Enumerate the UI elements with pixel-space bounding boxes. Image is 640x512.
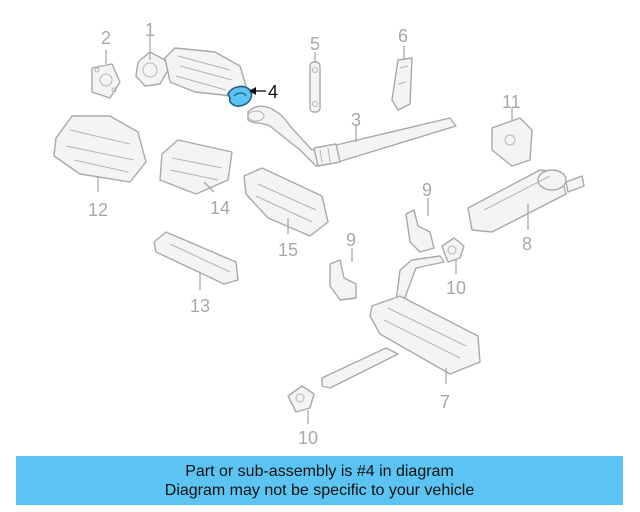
part-2-gasket xyxy=(91,63,121,99)
part-12-heat-shield xyxy=(53,115,147,183)
part-9-hanger-lower xyxy=(329,259,357,301)
banner-line-disclaimer: Diagram may not be specific to your vehi… xyxy=(164,481,475,499)
callout-10-upper: 10 xyxy=(446,278,466,298)
callout-2: 2 xyxy=(101,28,111,48)
part-14-heat-shield xyxy=(159,139,233,195)
part-15-heat-shield xyxy=(243,167,329,237)
callout-14: 14 xyxy=(210,198,230,218)
part-7-center-muffler xyxy=(321,255,481,389)
part-8-rear-muffler xyxy=(467,169,585,233)
callout-7: 7 xyxy=(440,392,450,412)
callout-15: 15 xyxy=(278,240,298,260)
callout-5: 5 xyxy=(310,34,320,54)
part-1-catalytic-converter xyxy=(135,47,247,97)
part-13-heat-shield xyxy=(153,231,239,285)
callout-8: 8 xyxy=(522,234,532,254)
part-9-hanger-upper xyxy=(405,209,435,253)
part-10-insulator-upper xyxy=(441,237,465,263)
part-3-front-pipe xyxy=(247,105,457,167)
callout-1: 1 xyxy=(145,20,155,40)
part-4-highlighted xyxy=(227,85,253,107)
part-5-hanger xyxy=(309,61,321,113)
part-6-bracket xyxy=(391,57,413,111)
callout-4: 4 xyxy=(268,82,278,102)
callout-3: 3 xyxy=(351,110,361,130)
arrow-head-4 xyxy=(249,87,256,95)
callout-12: 12 xyxy=(88,200,108,220)
info-banner: Part or sub-assembly is #4 in diagram Di… xyxy=(16,456,623,505)
banner-line-part: Part or sub-assembly is #4 in diagram xyxy=(185,462,454,480)
part-11-mount xyxy=(491,117,533,167)
callout-10-lower: 10 xyxy=(298,428,318,448)
callout-11: 11 xyxy=(502,92,521,112)
callout-6: 6 xyxy=(398,26,408,46)
part-10-insulator-lower xyxy=(287,385,315,413)
leader-14 xyxy=(203,181,215,193)
callout-13: 13 xyxy=(190,296,210,316)
callout-9-upper: 9 xyxy=(422,180,432,200)
callout-9-lower: 9 xyxy=(346,230,356,250)
